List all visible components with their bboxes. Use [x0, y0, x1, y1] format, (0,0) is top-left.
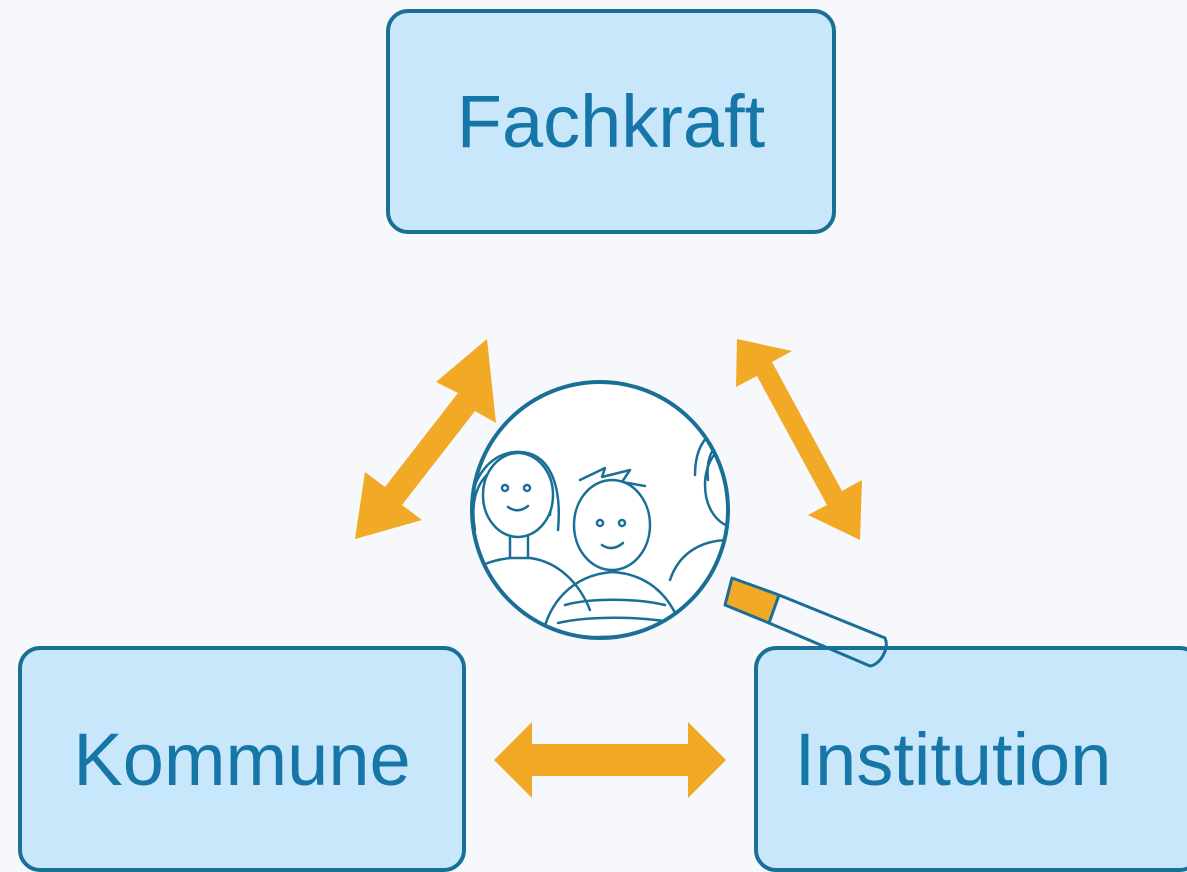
arrow-kommune-institution — [494, 722, 726, 798]
magnifier-handle — [723, 576, 888, 668]
node-kommune-label: Kommune — [73, 717, 411, 801]
arrow-fachkraft-institution — [736, 339, 862, 540]
node-fachkraft-label: Fachkraft — [456, 80, 766, 163]
arrow-fachkraft-kommune — [355, 339, 496, 539]
double-arrow-icon — [494, 722, 726, 798]
node-kommune: Kommune — [18, 646, 466, 872]
node-institution: Institution — [754, 646, 1187, 872]
double-arrow-icon — [355, 339, 496, 539]
group-under-magnifier-illustration — [470, 380, 888, 668]
double-arrow-icon — [736, 339, 862, 540]
group-of-people-illustration — [472, 425, 728, 638]
node-institution-label: Institution — [794, 717, 1112, 801]
node-fachkraft: Fachkraft — [386, 9, 836, 234]
magnifying-glass-icon — [470, 380, 730, 640]
